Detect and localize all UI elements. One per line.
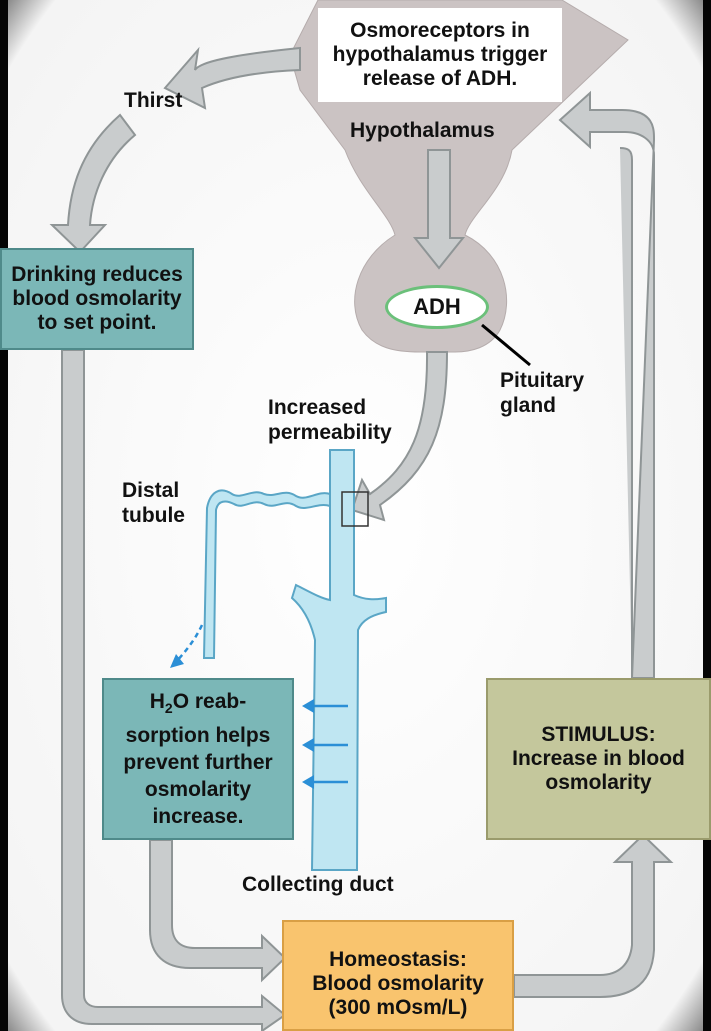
h2o-line4: osmolarity xyxy=(145,776,251,803)
osmoreceptors-line1: Osmoreceptors in xyxy=(350,19,530,43)
homeostasis-box: Homeostasis: Blood osmolarity (300 mOsm/… xyxy=(282,920,514,1031)
adh-oval: ADH xyxy=(385,285,489,329)
hypothalamus-label: Hypothalamus xyxy=(350,118,495,143)
collecting-duct-label: Collecting duct xyxy=(242,872,394,897)
h2o-reabsorption-box: H2O reab- sorption helps prevent further… xyxy=(102,678,294,840)
drinking-line2: blood osmolarity xyxy=(12,287,181,311)
homeostasis-line2: Blood osmolarity xyxy=(312,972,484,996)
h2o-line2: sorption helps xyxy=(126,722,271,749)
osmoreceptors-line3: release of ADH. xyxy=(363,67,517,91)
homeostasis-line3: (300 mOsm/L) xyxy=(329,996,468,1020)
h2o-line3: prevent further xyxy=(123,749,272,776)
permeability-line2: permeability xyxy=(268,420,392,445)
drinking-line1: Drinking reduces xyxy=(11,263,183,287)
h2o-line1: H2O reab- xyxy=(150,688,247,722)
osmoreceptors-box: Osmoreceptors in hypothalamus trigger re… xyxy=(318,8,562,102)
distal-line2: tubule xyxy=(122,503,185,528)
stimulus-box: STIMULUS: Increase in blood osmolarity xyxy=(486,678,711,840)
distal-line1: Distal xyxy=(122,478,185,503)
h2o-line5: increase. xyxy=(152,803,243,830)
homeostasis-line1: Homeostasis: xyxy=(329,948,467,972)
stimulus-line1: STIMULUS: xyxy=(541,723,655,747)
h2o-h: H xyxy=(150,690,165,713)
osmoreceptors-line2: hypothalamus trigger xyxy=(333,43,548,67)
pituitary-label: Pituitary gland xyxy=(500,368,584,418)
drinking-box: Drinking reduces blood osmolarity to set… xyxy=(0,248,194,350)
h2o-suffix: O reab- xyxy=(173,690,247,713)
thirst-label: Thirst xyxy=(124,88,182,113)
permeability-line1: Increased xyxy=(268,395,392,420)
distal-tubule-label: Distal tubule xyxy=(122,478,185,528)
pituitary-line2: gland xyxy=(500,393,584,418)
stimulus-line2: Increase in blood xyxy=(512,747,685,771)
increased-permeability-label: Increased permeability xyxy=(268,395,392,445)
drinking-line3: to set point. xyxy=(38,311,157,335)
stimulus-line3: osmolarity xyxy=(545,771,651,795)
h2o-subscript: 2 xyxy=(165,700,173,716)
pituitary-line1: Pituitary xyxy=(500,368,584,393)
